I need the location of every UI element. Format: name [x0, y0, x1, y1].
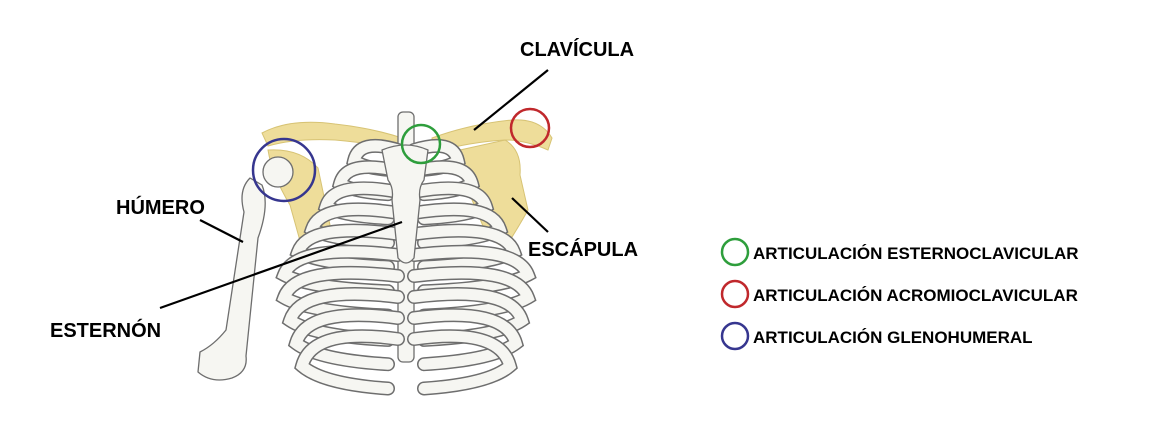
acromioclavicular-joint-marker [509, 107, 551, 149]
rib [295, 330, 404, 394]
legend-item-sternoclavicular: ARTICULACIÓN ESTERNOCLAVICULAR [720, 237, 1079, 267]
legend-label: ARTICULACIÓN ESTERNOCLAVICULAR [753, 244, 1079, 263]
rib [408, 309, 523, 370]
humero-leader [199, 219, 244, 243]
legend-label: ARTICULACIÓN GLENOHUMERAL [753, 328, 1033, 347]
rib-cage [275, 138, 537, 396]
legend: ARTICULACIÓN ESTERNOCLAVICULAR ARTICULAC… [720, 237, 1079, 351]
rib [291, 225, 404, 273]
rib [408, 225, 521, 273]
legend-item-acromioclavicular: ARTICULACIÓN ACROMIOCLAVICULAR [720, 279, 1078, 309]
escapula-leader [511, 197, 549, 233]
sternoclavicular-joint-marker [400, 123, 442, 165]
clavicula-leader [473, 69, 549, 131]
esternon-label: ESTERNÓN [50, 318, 161, 342]
humerus [197, 156, 294, 381]
legend-item-glenohumeral: ARTICULACIÓN GLENOHUMERAL [720, 321, 1033, 351]
legend-marker-blue [720, 321, 750, 351]
glenohumeral-joint-marker [251, 137, 317, 203]
humero-label: HÚMERO [116, 195, 205, 219]
sternum [381, 144, 429, 264]
legend-marker-green [720, 237, 750, 267]
rib [408, 330, 517, 394]
legend-label: ARTICULACIÓN ACROMIOCLAVICULAR [753, 286, 1078, 305]
rib [289, 309, 404, 370]
esternon-leader [159, 220, 403, 310]
legend-marker-red [720, 279, 750, 309]
clavicula-label: CLAVÍCULA [520, 38, 634, 61]
escapula-label: ESCÁPULA [528, 238, 638, 261]
rib [408, 203, 507, 249]
